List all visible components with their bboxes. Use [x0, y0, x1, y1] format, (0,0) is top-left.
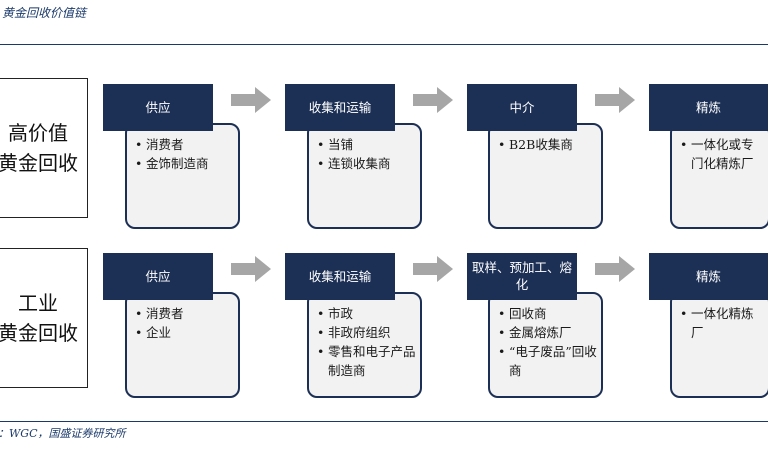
- list-item: •“电子废品”回收商: [498, 344, 597, 378]
- stage-header: 供应: [103, 84, 213, 131]
- stage-header: 精炼: [649, 84, 768, 131]
- stage-items-box: •市政 •非政府组织 •零售和电子产品制造商: [307, 292, 422, 398]
- page-title: 黄金回收价值链: [2, 6, 87, 20]
- list-item: •金属熔炼厂: [498, 325, 572, 340]
- list-item: •一体化精炼厂: [680, 306, 754, 340]
- stage-items-box: •消费者 •金饰制造商: [125, 123, 240, 229]
- stage-items-box: •一体化或专门化精炼厂: [670, 123, 768, 229]
- stage-items-box: •B2B收集商: [488, 123, 603, 229]
- stage-header: 取样、预加工、熔化: [467, 253, 577, 300]
- stage-header: 收集和运输: [285, 84, 395, 131]
- stage-header: 收集和运输: [285, 253, 395, 300]
- list-item: •企业: [135, 325, 172, 340]
- list-item: •金饰制造商: [135, 156, 209, 171]
- stage-header: 中介: [467, 84, 577, 131]
- list-item: •非政府组织: [317, 325, 391, 340]
- stage-items-box: •一体化精炼厂: [670, 292, 768, 398]
- list-item: •消费者: [135, 306, 184, 321]
- category-label-line: 高价值: [8, 121, 68, 145]
- source-note: ：WGC，国盛证券研究所: [0, 427, 126, 440]
- flow-arrow-icon: [595, 256, 635, 282]
- stage-items-box: •当铺 •连锁收集商: [307, 123, 422, 229]
- list-item: •一体化或专门化精炼厂: [680, 137, 754, 171]
- stage-items-box: •回收商 •金属熔炼厂 •“电子废品”回收商: [488, 292, 603, 398]
- flow-arrow-icon: [231, 87, 271, 113]
- list-item: •零售和电子产品制造商: [317, 344, 416, 378]
- stage-header: 精炼: [649, 253, 768, 300]
- category-high-value: 高价值 黄金回收: [0, 78, 88, 218]
- flow-arrow-icon: [595, 87, 635, 113]
- stage-items-box: •消费者 •企业: [125, 292, 240, 398]
- category-label-line: 工业: [18, 291, 58, 315]
- top-divider: [0, 44, 768, 45]
- flow-arrow-icon: [231, 256, 271, 282]
- category-label-line: 黄金回收: [0, 321, 78, 345]
- list-item: •当铺: [317, 137, 354, 152]
- flow-arrow-icon: [413, 256, 453, 282]
- category-industrial: 工业 黄金回收: [0, 248, 88, 388]
- list-item: •市政: [317, 306, 354, 321]
- list-item: •B2B收集商: [498, 137, 573, 152]
- stage-header: 供应: [103, 253, 213, 300]
- bottom-divider: [0, 421, 768, 422]
- list-item: •消费者: [135, 137, 184, 152]
- flow-arrow-icon: [413, 87, 453, 113]
- list-item: •连锁收集商: [317, 156, 391, 171]
- list-item: •回收商: [498, 306, 547, 321]
- category-label-line: 黄金回收: [0, 151, 78, 175]
